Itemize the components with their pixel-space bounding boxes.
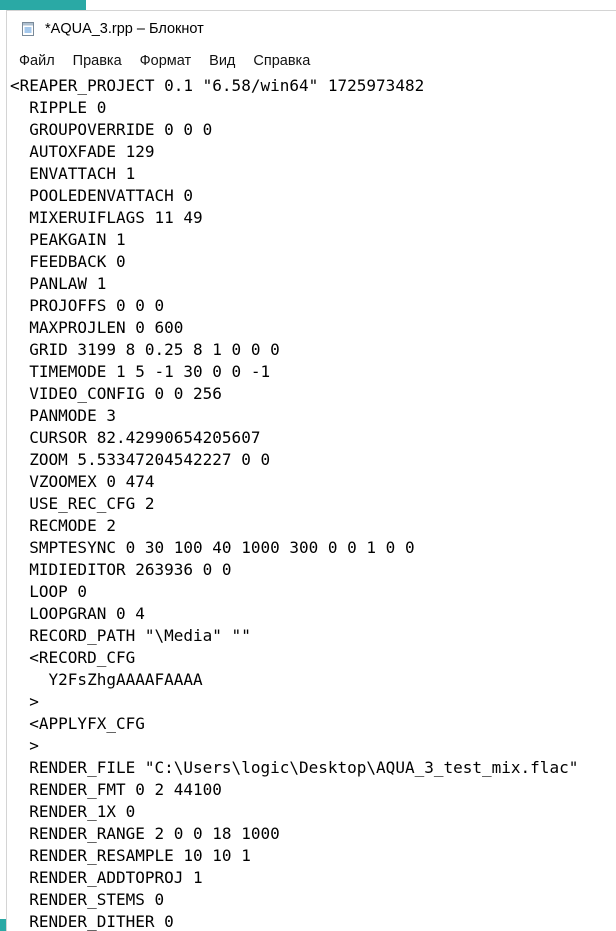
code-line: LOOP 0 — [10, 582, 88, 601]
code-line: RENDER_STEMS 0 — [10, 890, 165, 909]
code-line: RENDER_DITHER 0 — [10, 912, 174, 931]
code-line: RENDER_FMT 0 2 44100 — [10, 780, 222, 799]
code-line: USE_REC_CFG 2 — [10, 494, 155, 513]
notepad-icon[interactable] — [20, 21, 36, 37]
code-line: <APPLYFX_CFG — [10, 714, 145, 733]
menu-item-view[interactable]: Вид — [209, 52, 236, 69]
code-line: PROJOFFS 0 0 0 — [10, 296, 165, 315]
title-bar[interactable]: *AQUA_3.rpp – Блокнот — [7, 11, 616, 47]
code-line: FEEDBACK 0 — [10, 252, 126, 271]
code-line: GROUPOVERRIDE 0 0 0 — [10, 120, 213, 139]
menu-item-edit[interactable]: Правка — [72, 52, 122, 69]
menu-item-help[interactable]: Справка — [253, 52, 311, 69]
text-editor-area[interactable]: <REAPER_PROJECT 0.1 "6.58/win64" 1725973… — [7, 74, 616, 931]
code-line: <RECORD_CFG — [10, 648, 136, 667]
code-line: PANLAW 1 — [10, 274, 107, 293]
background-window-fragment-top[interactable] — [0, 0, 86, 10]
code-line: RIPPLE 0 — [10, 98, 107, 117]
code-line: LOOPGRAN 0 4 — [10, 604, 145, 623]
code-line: RENDER_ADDTOPROJ 1 — [10, 868, 203, 887]
menu-bar: Файл Правка Формат Вид Справка — [7, 47, 616, 74]
code-line: <REAPER_PROJECT 0.1 "6.58/win64" 1725973… — [10, 76, 425, 95]
code-line: CURSOR 82.42990654205607 — [10, 428, 261, 447]
code-line: ENVATTACH 1 — [10, 164, 136, 183]
code-line: RENDER_FILE "C:\Users\logic\Desktop\AQUA… — [10, 758, 579, 777]
code-line: MAXPROJLEN 0 600 — [10, 318, 184, 337]
code-line: PEAKGAIN 1 — [10, 230, 126, 249]
code-line: > — [10, 736, 39, 755]
code-line: SMPTESYNC 0 30 100 40 1000 300 0 0 1 0 0 — [10, 538, 415, 557]
menu-item-file[interactable]: Файл — [19, 52, 55, 69]
code-line: RENDER_RESAMPLE 10 10 1 — [10, 846, 251, 865]
window-title: *AQUA_3.rpp – Блокнот — [45, 21, 204, 37]
code-line: GRID 3199 8 0.25 8 1 0 0 0 — [10, 340, 280, 359]
code-line: VZOOMEX 0 474 — [10, 472, 155, 491]
code-line: VIDEO_CONFIG 0 0 256 — [10, 384, 222, 403]
code-line: RECORD_PATH "\Media" "" — [10, 626, 251, 645]
code-line: MIXERUIFLAGS 11 49 — [10, 208, 203, 227]
code-line: RENDER_RANGE 2 0 0 18 1000 — [10, 824, 280, 843]
code-line: Y2FsZhgAAAAFAAAA — [10, 670, 203, 689]
menu-item-format[interactable]: Формат — [139, 52, 192, 69]
code-line: PANMODE 3 — [10, 406, 116, 425]
code-line: ZOOM 5.53347204542227 0 0 — [10, 450, 271, 469]
code-line: AUTOXFADE 129 — [10, 142, 155, 161]
code-line: MIDIEDITOR 263936 0 0 — [10, 560, 232, 579]
code-line: TIMEMODE 1 5 -1 30 0 0 -1 — [10, 362, 271, 381]
code-line: RECMODE 2 — [10, 516, 116, 535]
code-line: > — [10, 692, 39, 711]
notepad-window: *AQUA_3.rpp – Блокнот Файл Правка Формат Ви… — [6, 10, 616, 931]
code-line: RENDER_1X 0 — [10, 802, 136, 821]
code-line: POOLEDENVATTACH 0 — [10, 186, 194, 205]
